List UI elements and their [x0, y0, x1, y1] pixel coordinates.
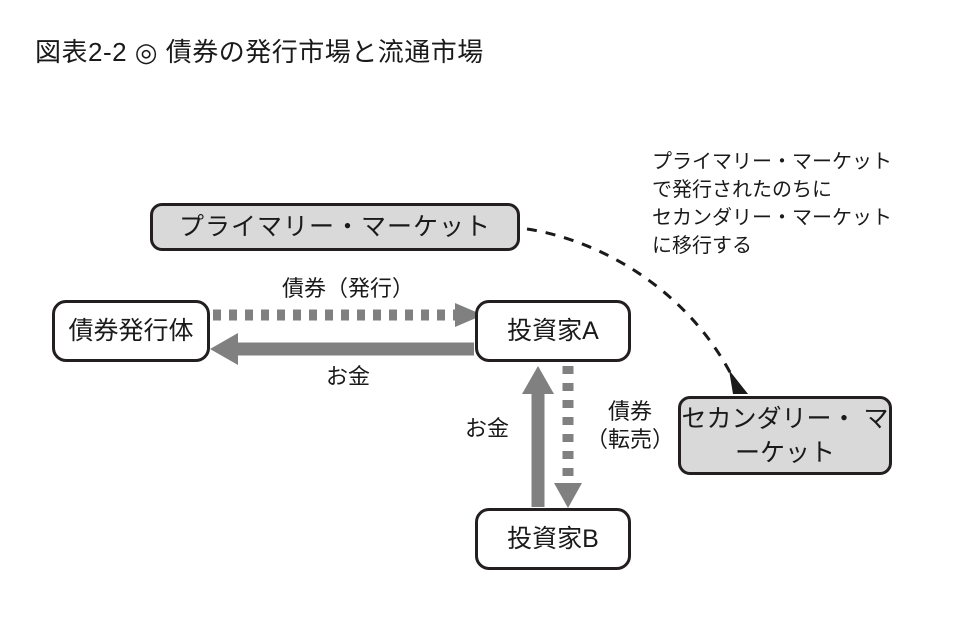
edge-label-bond-issue: 債券（発行）	[281, 276, 414, 301]
annotation-transfer-note: プライマリー・マーケット で発行されたのちに セカンダリー・マーケット に移行す…	[652, 151, 892, 257]
edge-label-bond-resale: 債券 （転売）	[585, 399, 674, 452]
node-primary-market[interactable]: プライマリー・マーケット	[150, 203, 520, 251]
arrow-money-horizontal	[210, 333, 474, 365]
edge-label-money-vertical: お金	[464, 416, 509, 441]
node-investor-a[interactable]: 投資家A	[475, 300, 631, 362]
arrow-bond-resale	[554, 366, 582, 508]
node-investor-b[interactable]: 投資家B	[475, 508, 631, 570]
node-bond-issuer[interactable]: 債券発行体	[52, 300, 210, 362]
node-secondary-market[interactable]: セカンダリー・ マーケット	[678, 396, 892, 475]
edge-label-money-horizontal: お金	[325, 364, 370, 389]
page-title: 図表2-2 ◎ 債券の発行市場と流通市場	[35, 37, 484, 67]
arrow-bond-issue	[213, 303, 483, 327]
arrow-money-vertical	[522, 366, 554, 507]
